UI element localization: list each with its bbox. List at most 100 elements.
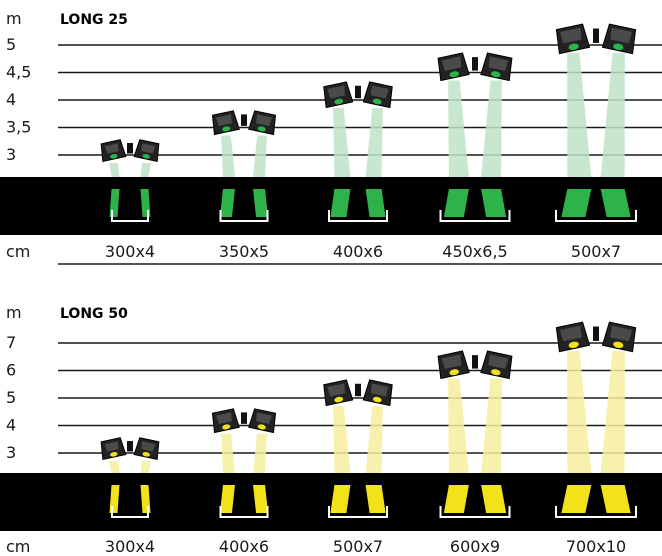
light-beam (567, 351, 592, 473)
light-beam (221, 433, 235, 473)
mount-bracket (472, 355, 478, 369)
height-tick-label: 7 (6, 333, 16, 352)
mount-bracket (241, 412, 247, 424)
lit-spot (219, 485, 235, 513)
light-beam (109, 461, 120, 473)
fixture-size-label: 700x10 (566, 537, 626, 556)
lit-spot (330, 485, 351, 513)
target-bracket (111, 506, 149, 518)
height-tick-label: 3 (6, 145, 16, 164)
mount-bracket (593, 28, 599, 43)
fixture (555, 23, 637, 222)
lamp-head (133, 139, 160, 163)
lamp-head (248, 408, 277, 434)
fixture (437, 52, 513, 222)
height-tick-label: 4 (6, 90, 16, 109)
light-beam (221, 135, 235, 177)
height-tick-label: 5 (6, 388, 16, 407)
lamp-head (133, 437, 160, 461)
lit-spot (600, 485, 631, 513)
light-beam (481, 80, 502, 177)
mount-bracket (355, 85, 361, 99)
target-surface-band (0, 177, 662, 235)
lit-spot (443, 189, 469, 217)
lamp-head (100, 139, 127, 163)
lamp-head (555, 321, 591, 353)
lit-spot (330, 189, 351, 217)
lamp-head (601, 23, 637, 55)
lit-spot (365, 485, 386, 513)
height-tick-label: 4 (6, 416, 16, 435)
light-beam (109, 163, 120, 177)
height-unit-label: m (6, 9, 22, 28)
lamp-head (362, 379, 393, 407)
lamp-head (323, 379, 354, 407)
lit-spot (600, 189, 631, 217)
fixture (211, 408, 277, 518)
light-beam (567, 53, 592, 177)
lamp-head (248, 110, 277, 136)
light-beam (448, 378, 469, 473)
lit-spot (219, 189, 235, 217)
target-bracket (328, 506, 388, 518)
light-beam (365, 108, 383, 177)
light-beam (600, 53, 625, 177)
light-beam (448, 80, 469, 177)
size-unit-label: cm (6, 242, 30, 261)
lit-spot (253, 189, 269, 217)
lamp-head (601, 321, 637, 353)
lamp-head (480, 350, 513, 380)
lit-spot (481, 189, 507, 217)
target-bracket (328, 210, 388, 222)
lit-spot (443, 485, 469, 513)
lit-spot (253, 485, 269, 513)
fixture (323, 379, 393, 518)
mount-bracket (472, 57, 478, 71)
light-beam (600, 351, 625, 473)
fixture (323, 81, 393, 222)
fixture-size-label: 300x4 (105, 537, 155, 556)
fixture-size-label: 400x6 (219, 537, 269, 556)
lamp-head (437, 52, 470, 82)
lamp-head (480, 52, 513, 82)
mount-bracket (127, 143, 133, 154)
target-bracket (439, 210, 511, 222)
target-surface-band (0, 473, 662, 531)
mount-bracket (127, 441, 133, 452)
fixture (100, 139, 160, 222)
height-tick-label: 3 (6, 443, 16, 462)
lamp-head (437, 350, 470, 380)
light-beam (140, 163, 151, 177)
lit-spot (365, 189, 386, 217)
panel-title: LONG 25 (60, 12, 128, 28)
light-beam (481, 378, 502, 473)
lamp-head (323, 81, 354, 109)
mount-bracket (593, 326, 599, 341)
light-beam (253, 135, 267, 177)
fixture-size-label: 450x6,5 (442, 242, 507, 261)
lit-spot (561, 189, 592, 217)
fixture (211, 110, 277, 222)
height-unit-label: m (6, 303, 22, 322)
lamp-head (555, 23, 591, 55)
mount-bracket (355, 383, 361, 397)
fixture (437, 350, 513, 518)
light-beam (253, 433, 267, 473)
light-beam (333, 108, 351, 177)
fixtures-row (100, 321, 637, 518)
light-beam (140, 461, 151, 473)
target-bracket (555, 506, 637, 518)
lit-spot (481, 485, 507, 513)
height-tick-label: 3,5 (6, 118, 31, 137)
height-tick-label: 5 (6, 35, 16, 54)
lit-spot (561, 485, 592, 513)
fixture-size-label: 400x6 (333, 242, 383, 261)
fixture-size-label: 500x7 (333, 537, 383, 556)
panel-title: LONG 50 (60, 306, 128, 322)
fixture-size-label: 350x5 (219, 242, 269, 261)
target-bracket (555, 210, 637, 222)
size-unit-label: cm (6, 537, 30, 556)
